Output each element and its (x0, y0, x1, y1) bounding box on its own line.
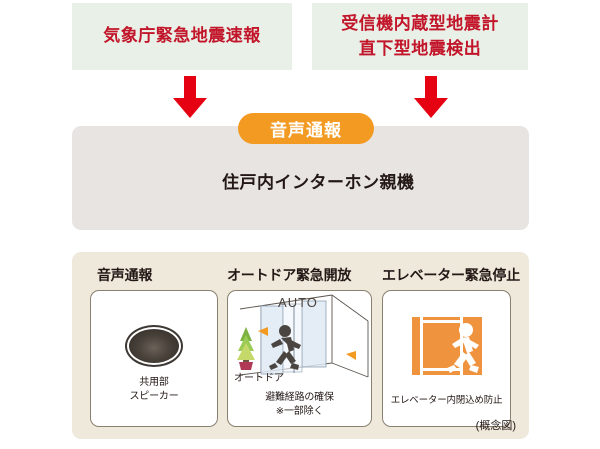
arrow-down-icon (414, 76, 448, 118)
source-box-jma-alert: 気象庁緊急地震速報 (72, 3, 292, 70)
feature-title: エレベーター緊急停止 (382, 267, 520, 283)
automatic-door-icon: AUTO (237, 294, 369, 378)
feature-card: AUTO (227, 290, 372, 427)
caption-line: 避難経路の確保 (265, 392, 334, 403)
caption-line: 共用部 (139, 377, 169, 388)
feature-title: オートドア緊急開放 (227, 267, 352, 283)
voice-alert-badge: 音声通報 (238, 113, 374, 144)
speaker-icon (125, 325, 183, 367)
footnote: (概念図) (475, 420, 516, 432)
source-box-builtin-seismometer: 受信機内蔵型地震計 直下型地震検出 (312, 3, 528, 70)
arrow-left-icon (258, 327, 268, 336)
arrow-head (414, 98, 448, 118)
voice-alert-badge-label: 音声通報 (270, 121, 342, 140)
auto-door-inline-label: オートドア (234, 373, 284, 384)
plant-icon (237, 327, 255, 370)
source-line: 受信機内蔵型地震計 (341, 13, 499, 33)
feature-auto-door-release: オートドア緊急開放 (227, 265, 372, 427)
feature-caption: エレベーター内閉込め防止 (383, 394, 510, 407)
features-panel: 音声通報 共用部 スピーカー オートドア緊急開放 (72, 252, 529, 439)
arrow-down-icon (173, 76, 207, 118)
caption-line: ※一部除く (275, 406, 324, 417)
arrow-head (173, 98, 207, 118)
feature-card: エレベーター内閉込め防止 (382, 290, 511, 427)
svg-text:AUTO: AUTO (278, 295, 318, 310)
feature-caption: 避難経路の確保 ※一部除く (228, 391, 371, 419)
source-line: 気象庁緊急地震速報 (103, 26, 261, 46)
elevator-exit-icon (410, 311, 484, 381)
feature-elevator-stop: エレベーター緊急停止 (382, 265, 520, 427)
feature-caption: 共用部 スピーカー (91, 376, 217, 404)
feature-title: 音声通報 (97, 267, 153, 283)
arrow-right-icon (346, 351, 356, 360)
arrow-shaft (184, 76, 196, 100)
arrow-shaft (425, 76, 437, 100)
feature-voice-alert: 音声通報 共用部 スピーカー (90, 265, 218, 427)
source-line: 直下型地震検出 (358, 38, 482, 58)
running-person-icon (269, 325, 301, 370)
caption-line: エレベーター内閉込め防止 (390, 395, 503, 406)
feature-card: 共用部 スピーカー (90, 290, 218, 427)
caption-line: スピーカー (129, 391, 179, 402)
speaker-cone (129, 329, 179, 363)
intercom-label: 住戸内インターホン親機 (222, 173, 415, 192)
